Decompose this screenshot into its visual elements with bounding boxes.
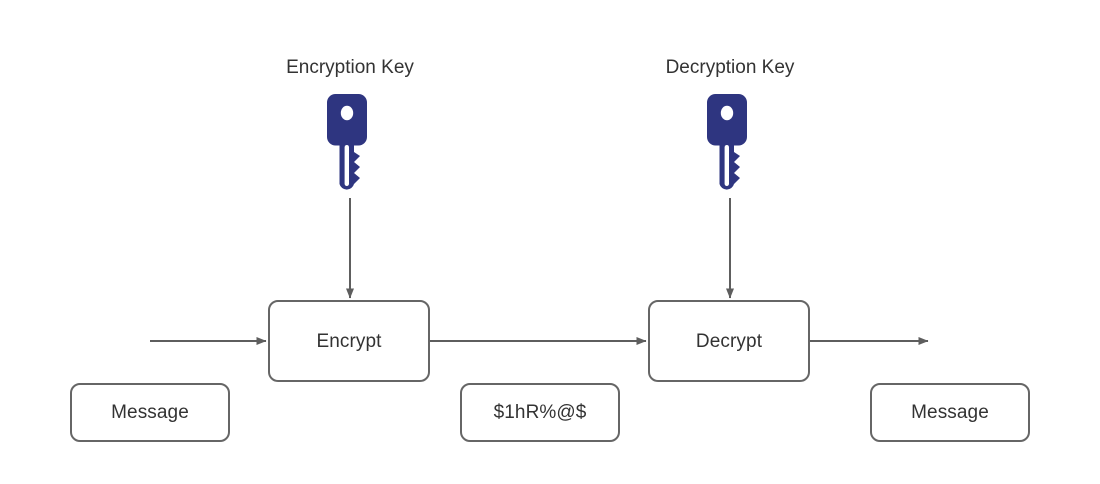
encrypt-process-box: Encrypt (268, 300, 430, 382)
encrypt-process-label: Encrypt (316, 330, 382, 352)
plaintext-input-label: Message (111, 402, 189, 423)
key-icon (327, 94, 373, 202)
encryption-key-label: Encryption Key (286, 57, 414, 78)
plaintext-output-box: Message (870, 383, 1030, 442)
ciphertext-label: $1hR%@$ (493, 402, 587, 423)
plaintext-output-label: Message (911, 402, 989, 423)
ciphertext-box: $1hR%@$ (460, 383, 620, 442)
key-icon (707, 94, 753, 202)
decrypt-process-label: Decrypt (695, 330, 763, 352)
decryption-key-label: Decryption Key (665, 57, 795, 78)
plaintext-input-box: Message (70, 383, 230, 442)
decrypt-process-box: Decrypt (648, 300, 810, 382)
